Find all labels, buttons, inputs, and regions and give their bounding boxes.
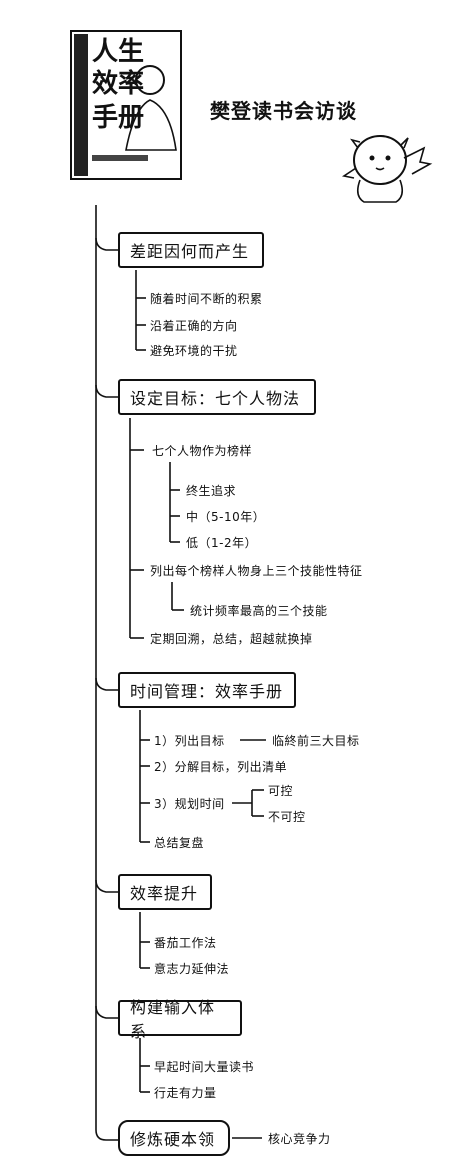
leaf-item: 定期回溯，总结，超越就换掉 xyxy=(150,632,313,646)
leaf-item: 行走有力量 xyxy=(154,1086,217,1100)
branch-label: 差距因何而产生 xyxy=(130,242,250,261)
leaf-item: 避免环境的干扰 xyxy=(150,344,238,358)
svg-text:人生: 人生 xyxy=(92,37,144,67)
branch-node-time-management: 时间管理：效率手册 xyxy=(118,672,296,708)
leaf-item: 临終前三大目标 xyxy=(272,734,360,748)
branch-label: 设定目标：七个人物法 xyxy=(130,389,301,408)
branch-node-hard-skills: 修炼硬本领 xyxy=(118,1120,230,1156)
leaf-item: 列出每个榜样人物身上三个技能性特征 xyxy=(150,564,363,578)
svg-text:效率: 效率 xyxy=(92,68,144,99)
mascot-icon xyxy=(340,118,435,208)
leaf-item: 早起时间大量读书 xyxy=(154,1060,255,1074)
branch-label: 构建输入体系 xyxy=(130,998,216,1041)
leaf-item: 核心竞争力 xyxy=(268,1132,331,1146)
leaf-item: 3）规划时间 xyxy=(154,797,225,811)
branch-label: 时间管理：效率手册 xyxy=(130,682,284,701)
leaf-item: 不可控 xyxy=(268,810,306,824)
branch-node-efficiency-boost: 效率提升 xyxy=(118,874,212,910)
svg-text:手册: 手册 xyxy=(92,103,144,133)
leaf-item: 随着时间不断的积累 xyxy=(150,292,263,306)
leaf-item: 统计频率最高的三个技能 xyxy=(190,604,328,618)
leaf-item: 七个人物作为榜样 xyxy=(152,444,253,458)
leaf-item: 2）分解目标，列出清单 xyxy=(154,760,288,774)
leaf-item: 中（5-10年） xyxy=(186,510,266,524)
branch-label: 效率提升 xyxy=(130,884,199,903)
leaf-item: 低（1-2年） xyxy=(186,536,258,550)
branch-node-gap-cause: 差距因何而产生 xyxy=(118,232,264,268)
leaf-item: 可控 xyxy=(268,784,294,798)
leaf-item: 沿着正确的方向 xyxy=(150,319,238,333)
leaf-item: 番茄工作法 xyxy=(154,936,217,950)
leaf-item: 总结复盘 xyxy=(154,836,205,850)
branch-node-input-system: 构建输入体系 xyxy=(118,998,242,1041)
leaf-item: 意志力延伸法 xyxy=(154,962,230,976)
book-cover-icon: 人生 效率 手册 xyxy=(70,30,182,180)
leaf-item: 终生追求 xyxy=(186,484,237,498)
branch-node-set-goals: 设定目标：七个人物法 xyxy=(118,379,316,415)
branch-label: 修炼硬本领 xyxy=(130,1130,216,1149)
page-title: 樊登读书会访谈 xyxy=(210,99,357,123)
leaf-item: 1）列出目标 xyxy=(154,734,225,748)
